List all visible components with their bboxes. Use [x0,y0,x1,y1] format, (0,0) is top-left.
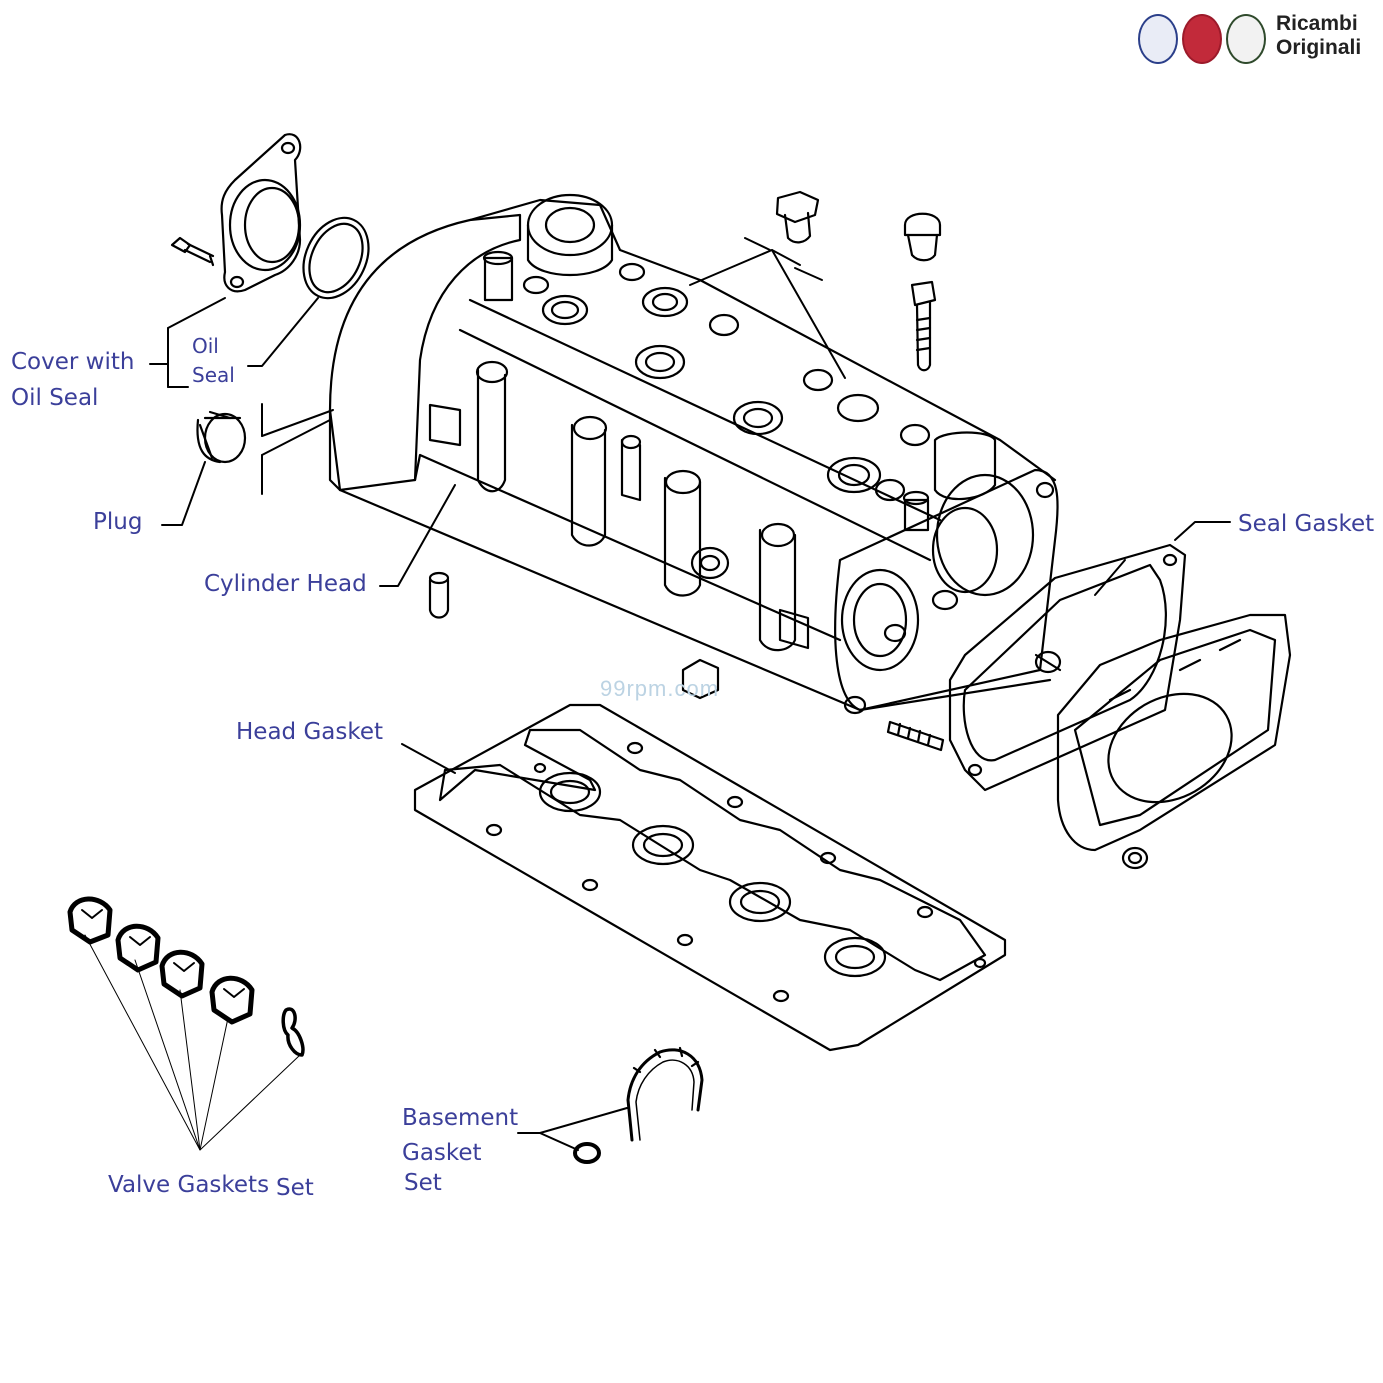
label-head-gasket: Head Gasket [236,719,384,745]
valve-gaskets [67,896,305,1057]
label-cylinder-head: Cylinder Head [204,571,367,597]
oil-seal-cover [220,133,302,293]
label-valve-gaskets: Valve Gaskets [108,1172,270,1198]
small-plug [681,658,720,700]
label-plug: Plug [93,509,143,535]
watermark: 99rpm.com [600,676,720,701]
label-basement: Basement [402,1105,519,1131]
plug-screw-2 [903,212,942,262]
head-gasket [413,703,1007,1052]
end-cover [1056,613,1292,870]
label-valve-set: Set [276,1175,314,1201]
plug [196,410,247,464]
brand-text: Ricambi Originali [1276,12,1361,60]
label-oil: Oil [192,334,219,358]
plug-screw [775,190,820,244]
basement-gasket [626,1046,704,1142]
dowel-pin [428,571,450,619]
label-gasket: Gasket [402,1140,482,1166]
brand-line-2: Originali [1276,36,1362,59]
leader-lines [84,237,1231,1151]
stud [886,720,945,752]
lancia-logo [1138,14,1178,64]
alfa-romeo-logo [1226,14,1266,64]
basement-washer [573,1142,601,1164]
oil-seal-ring [302,216,370,300]
seal-gasket [948,543,1187,792]
label-oil-seal-line: Oil Seal [11,385,99,411]
brand-logo-block: Ricambi Originali [1138,12,1373,68]
fiat-logo [1182,14,1222,64]
label-seal-gasket: Seal Gasket [1238,511,1375,537]
label-cover-with: Cover with [11,349,135,375]
label-basement-set: Set [404,1170,442,1196]
brand-line-1: Ricambi [1276,12,1358,35]
cylinder-head [328,193,1059,715]
long-bolt [910,280,937,372]
cover-bolt [170,236,215,267]
label-seal: Seal [192,363,235,387]
